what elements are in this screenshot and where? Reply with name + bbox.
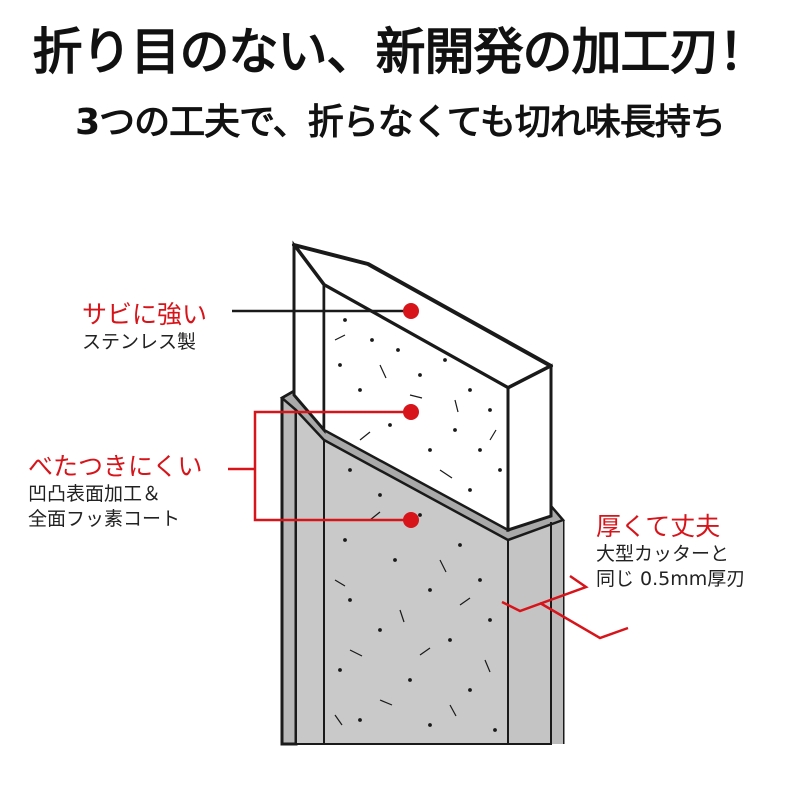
marker-dot-upper — [403, 404, 419, 420]
callout-sticky-line-1: 凹凸表面加工＆ — [28, 483, 162, 505]
lower-blade — [279, 386, 566, 746]
callout-leader-rust — [232, 303, 419, 319]
callout-rust-line: ステンレス製 — [82, 331, 197, 353]
callout-leader-thick — [501, 574, 629, 640]
callout-thick-line-2: 同じ 0.5mm厚刃 — [596, 568, 746, 590]
marker-dot-lower — [403, 512, 419, 528]
callout-thick-line-1: 大型カッターと — [596, 543, 730, 565]
callout-thick-heading: 厚くて丈夫 — [596, 512, 721, 541]
surface-texture — [334, 318, 502, 732]
callout-thick: 厚くて丈夫 大型カッターと 同じ 0.5mm厚刃 — [596, 512, 745, 592]
callout-sticky-line-2: 全面フッ素コート — [28, 508, 181, 530]
callout-rust: サビに強い ステンレス製 — [82, 300, 207, 355]
page-subtitle: 3つの工夫で、折らなくても切れ味長持ち — [75, 102, 726, 143]
callout-bracket-sticky — [228, 410, 411, 522]
callout-rust-heading: サビに強い — [82, 300, 208, 329]
callout-sticky: べたつきにくい 凹凸表面加工＆ 全面フッ素コート — [28, 452, 203, 532]
callout-sticky-heading: べたつきにくい — [28, 452, 203, 481]
page-title: 折り目のない、新開発の加工刃！ — [32, 23, 769, 81]
